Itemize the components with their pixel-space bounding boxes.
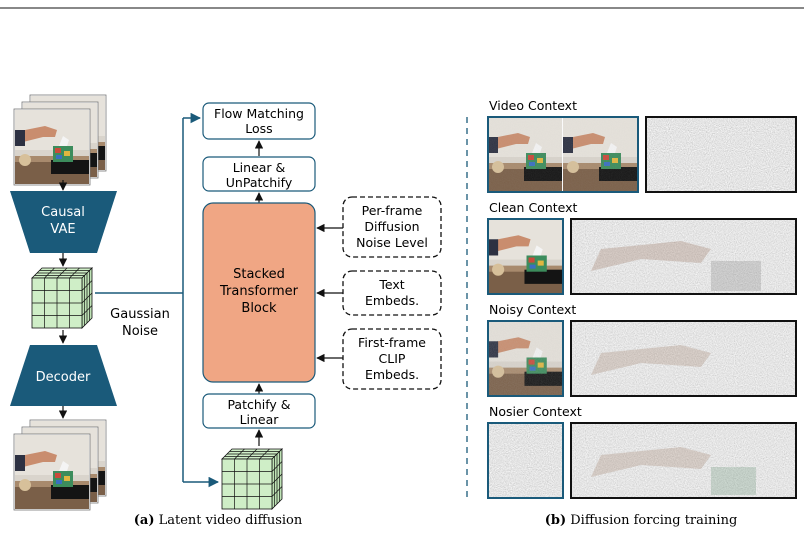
caption-a: (a) Latent video diffusion	[134, 513, 303, 528]
clean-context-noise	[570, 218, 797, 295]
nosier-context-noise	[570, 422, 797, 499]
latent-flow-lines	[95, 112, 220, 488]
flow-loss-line1: Flow Matching	[214, 106, 304, 121]
output-frame-stack	[13, 419, 107, 511]
linear-unpatchify-box: Linear & UnPatchify	[202, 156, 316, 192]
latent-cube	[31, 267, 93, 329]
patchify-linear-box: Patchify & Linear	[202, 393, 316, 429]
decoder-block: Decoder	[10, 345, 117, 406]
clip-line3: Embeds.	[365, 367, 419, 382]
caption-b-tag: (b)	[545, 513, 566, 528]
clip-line2: CLIP	[379, 351, 406, 366]
text-embeds-line1: Text	[378, 277, 404, 292]
noise-level-line2: Diffusion	[364, 219, 419, 234]
noise-level-line1: Per-frame	[362, 203, 423, 218]
causal-vae-block: Causal VAE	[10, 191, 117, 253]
noisy-context-frame	[487, 320, 564, 397]
vae-label-line2: VAE	[50, 222, 75, 237]
caption-a-tag: (a)	[134, 513, 155, 528]
clip-line1: First-frame	[358, 335, 426, 350]
row-label-clean-context: Clean Context	[489, 200, 578, 215]
noise-level-box: Per-frame Diffusion Noise Level	[342, 196, 442, 258]
noise-level-line3: Noise Level	[356, 235, 428, 250]
row-label-nosier-context: Nosier Context	[489, 404, 582, 419]
video-context-noise	[645, 116, 797, 193]
patchify-line1: Patchify &	[227, 397, 290, 412]
clip-embeds-box: First-frame CLIP Embeds.	[342, 328, 442, 390]
caption-a-text: Latent video diffusion	[154, 513, 302, 528]
row-label-video-context: Video Context	[489, 98, 577, 113]
input-frame-stack	[13, 94, 107, 186]
clean-context-frame	[487, 218, 564, 295]
unpatch-line1: Linear &	[233, 160, 286, 175]
text-embeds-line2: Embeds.	[365, 293, 419, 308]
unpatch-line2: UnPatchify	[226, 175, 293, 190]
video-context-frames	[487, 116, 639, 193]
noisy-latent-cube	[221, 448, 283, 510]
text-embeds-box: Text Embeds.	[342, 270, 442, 316]
caption-b-text: Diffusion forcing training	[566, 513, 737, 528]
transformer-line1: Stacked	[233, 267, 285, 282]
stacked-transformer-block: Stacked Transformer Block	[202, 202, 316, 383]
caption-b: (b) Diffusion forcing training	[545, 513, 738, 528]
transformer-line3: Block	[241, 301, 277, 316]
row-label-noisy-context: Noisy Context	[489, 302, 576, 317]
gaussian-noise-label-line1: Gaussian	[110, 307, 170, 322]
transformer-line2: Transformer	[219, 284, 299, 299]
flow-matching-loss-box: Flow Matching Loss	[202, 102, 316, 140]
patchify-line2: Linear	[240, 412, 280, 427]
gaussian-noise-label-line2: Noise	[122, 324, 158, 339]
vae-label-line1: Causal	[41, 205, 85, 220]
nosier-context-frame	[487, 422, 564, 499]
noisy-context-noise	[570, 320, 797, 397]
flow-loss-line2: Loss	[245, 121, 272, 136]
decoder-label: Decoder	[36, 370, 91, 385]
